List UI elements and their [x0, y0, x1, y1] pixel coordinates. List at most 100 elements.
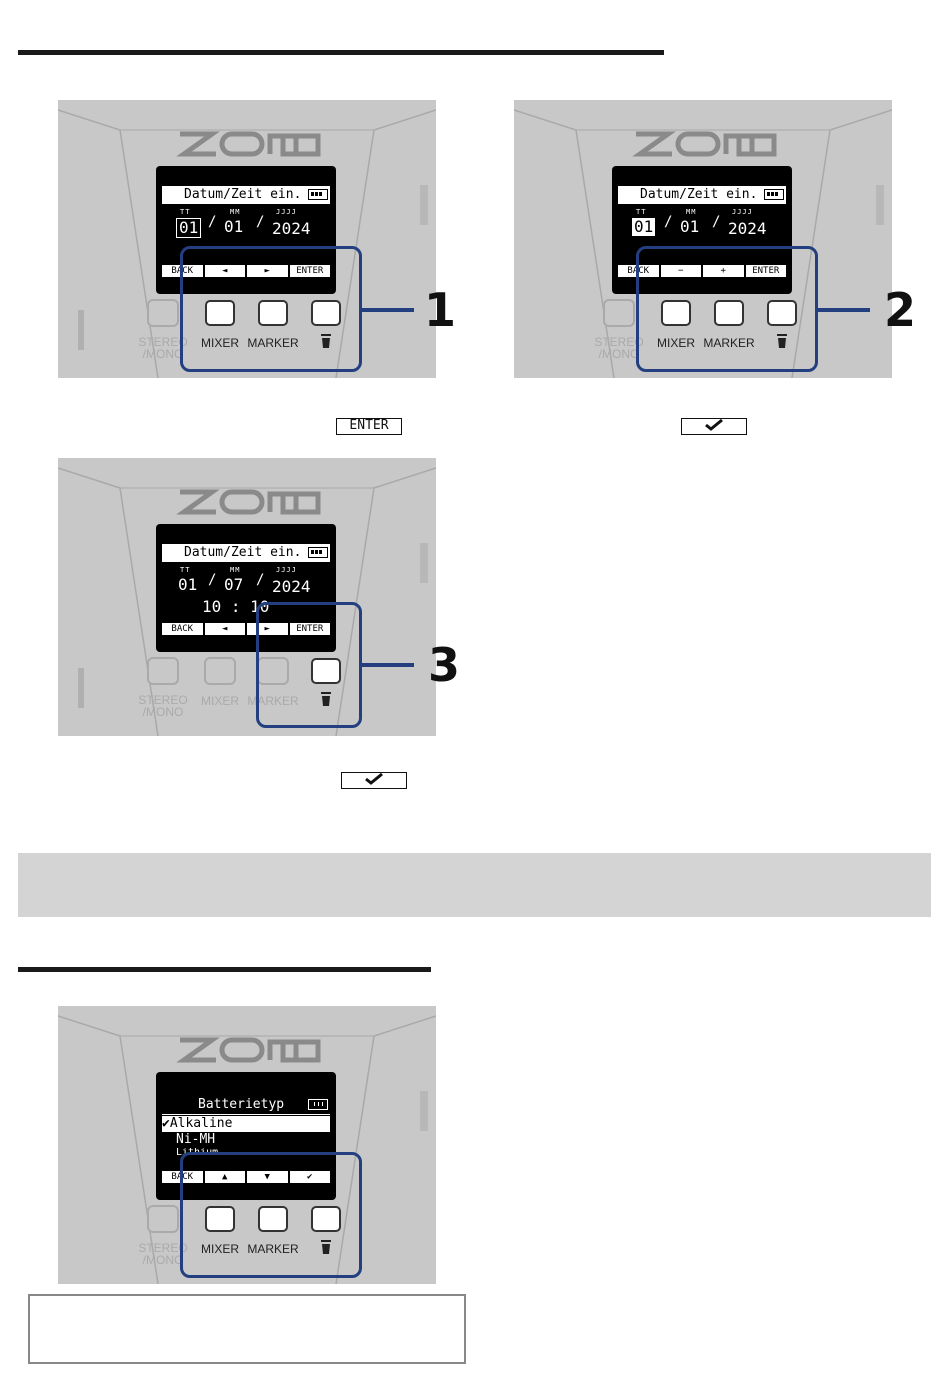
date-separator: /	[208, 572, 217, 588]
mixer-button[interactable]	[661, 300, 691, 326]
mixer-label: MIXER	[200, 336, 239, 350]
battery-icon	[308, 547, 328, 558]
label-day: TT	[636, 208, 647, 216]
fkey-minus: −	[660, 265, 701, 277]
trash-icon	[777, 334, 787, 348]
option-alkaline[interactable]: ✔Alkaline	[162, 1116, 330, 1132]
fkey-left: ◄	[204, 623, 245, 635]
callout-line-3	[362, 663, 414, 667]
mixer-button[interactable]	[205, 1206, 235, 1232]
check-key-reference	[681, 418, 747, 435]
stereo-mono-label: STEREO /MONO	[594, 335, 644, 361]
fkey-right: ►	[247, 265, 288, 277]
check-icon: ✔	[162, 1116, 170, 1131]
check-icon	[365, 772, 383, 785]
stereo-mono-label: STEREO /MONO	[138, 335, 188, 361]
note-bar	[18, 853, 931, 917]
delete-button[interactable]	[311, 1206, 341, 1232]
marker-label: MARKER	[247, 336, 299, 350]
fkey-down: ▼	[247, 1171, 288, 1183]
delete-button[interactable]	[311, 658, 341, 684]
mixer-button[interactable]	[205, 300, 235, 326]
trash-icon	[321, 692, 331, 706]
time-value: 10 : 10	[202, 597, 270, 616]
mixer-label: MIXER	[200, 694, 239, 708]
screen-spacer	[156, 1076, 336, 1086]
trash-icon	[321, 334, 331, 348]
delete-button[interactable]	[311, 300, 341, 326]
day-value: 01	[176, 218, 202, 238]
option-label: Alkaline	[169, 1116, 233, 1131]
device-screen: Datum/Zeit ein. TT MM JJJJ 01 / 07 / 202…	[156, 524, 336, 652]
date-separator: /	[712, 214, 721, 230]
fkey-up: ▲	[204, 1171, 245, 1183]
fkey-enter: ENTER	[745, 265, 786, 277]
marker-label: MARKER	[247, 694, 299, 708]
device-illustration-4: Batterietyp ✔Alkaline Ni-MH Lithium BACK…	[58, 1006, 436, 1284]
marker-label: MARKER	[703, 336, 755, 350]
month-value: 01	[224, 217, 244, 236]
year-value: 2024	[728, 219, 767, 238]
enter-key-reference: ENTER	[336, 418, 402, 435]
date-separator: /	[256, 214, 265, 230]
marker-button[interactable]	[714, 300, 744, 326]
device-screen: Datum/Zeit ein. TT MM JJJJ 01 / 01 / 202…	[156, 166, 336, 294]
fkey-back: BACK	[162, 623, 203, 635]
screen-header: Batterietyp	[162, 1096, 330, 1115]
option-nimh[interactable]: Ni-MH	[176, 1132, 216, 1147]
label-year: JJJJ	[276, 566, 297, 574]
step-number-3: 3	[428, 638, 461, 692]
date-separator: /	[256, 572, 265, 588]
section-rule-bottom	[18, 967, 431, 972]
device-illustration-3: Datum/Zeit ein. TT MM JJJJ 01 / 07 / 202…	[58, 458, 436, 736]
stereo-mono-label: STEREO /MONO	[138, 1241, 188, 1267]
screen-title: Datum/Zeit ein.	[162, 544, 330, 562]
label-day: TT	[180, 566, 191, 574]
fkey-enter: ENTER	[289, 623, 330, 635]
screen-title-text: Datum/Zeit ein.	[640, 187, 758, 202]
date-separator: /	[664, 214, 673, 230]
note-box	[28, 1294, 466, 1364]
year-value: 2024	[272, 219, 311, 238]
function-key-bar: BACK ▲ ▼ ✔	[162, 1171, 330, 1183]
zoom-logo	[176, 131, 321, 157]
screen-title: Datum/Zeit ein.	[162, 186, 330, 204]
label-day: TT	[180, 208, 191, 216]
button-highlight-1	[180, 246, 362, 372]
device-screen: Batterietyp ✔Alkaline Ni-MH Lithium BACK…	[156, 1072, 336, 1200]
zoom-logo	[176, 1037, 321, 1063]
device-screen: Datum/Zeit ein. TT MM JJJJ 01 / 01 / 202…	[612, 166, 792, 294]
marker-button[interactable]	[258, 1206, 288, 1232]
battery-icon	[308, 189, 328, 200]
label-month: MM	[230, 566, 241, 574]
fkey-left: ◄	[204, 265, 245, 277]
day-value-selected: 01	[632, 217, 656, 236]
fkey-plus: +	[703, 265, 744, 277]
marker-label: MARKER	[247, 1242, 299, 1256]
button-highlight-3	[256, 602, 362, 728]
month-value: 01	[680, 217, 700, 236]
label-month: MM	[686, 208, 697, 216]
zoom-logo	[176, 489, 321, 515]
check-key-reference	[341, 772, 407, 789]
marker-button[interactable]	[258, 300, 288, 326]
label-month: MM	[230, 208, 241, 216]
screen-title-text: Datum/Zeit ein.	[184, 187, 302, 202]
screen-title: Datum/Zeit ein.	[618, 186, 786, 204]
check-icon	[705, 418, 723, 431]
screen-title-text: Batterietyp	[198, 1097, 285, 1112]
battery-icon	[308, 1099, 328, 1110]
step-number-2: 2	[884, 283, 917, 337]
stereo-mono-label: STEREO /MONO	[138, 693, 188, 719]
step-number-1: 1	[424, 283, 457, 337]
mixer-label: MIXER	[200, 1242, 239, 1256]
delete-button[interactable]	[767, 300, 797, 326]
date-separator: /	[208, 214, 217, 230]
screen-title-text: Datum/Zeit ein.	[184, 545, 302, 560]
section-rule-top	[18, 50, 664, 55]
button-highlight-2	[636, 246, 818, 372]
mixer-label: MIXER	[656, 336, 695, 350]
trash-icon	[321, 1240, 331, 1254]
year-value: 2024	[272, 577, 311, 596]
device-illustration-2: Datum/Zeit ein. TT MM JJJJ 01 / 01 / 202…	[514, 100, 892, 378]
